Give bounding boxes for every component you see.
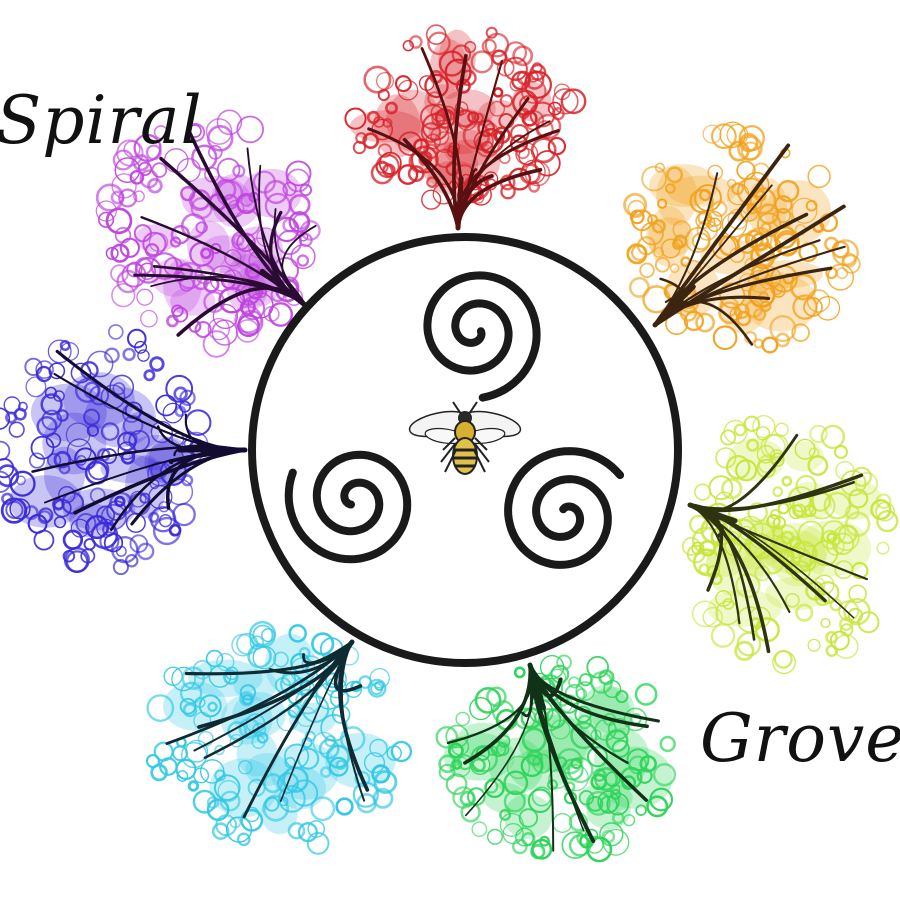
tree-purple bbox=[95, 109, 321, 358]
tree-cyan bbox=[145, 620, 413, 855]
bee-icon bbox=[408, 401, 522, 475]
title-word-grove: Grove bbox=[700, 700, 900, 777]
center-circle bbox=[248, 233, 682, 667]
spiral-arm-3 bbox=[504, 447, 625, 569]
tree-green bbox=[435, 654, 677, 863]
tree-blue bbox=[0, 324, 248, 576]
triskele-spiral-icon bbox=[284, 271, 625, 569]
tree-ring bbox=[0, 24, 899, 863]
tree-red bbox=[344, 24, 587, 231]
tree-orange bbox=[623, 121, 861, 354]
title-word-spiral: Spiral bbox=[0, 82, 203, 159]
spiral-arm-2 bbox=[284, 450, 412, 564]
spiral-arm-1 bbox=[423, 271, 541, 402]
tree-lime bbox=[682, 415, 899, 675]
